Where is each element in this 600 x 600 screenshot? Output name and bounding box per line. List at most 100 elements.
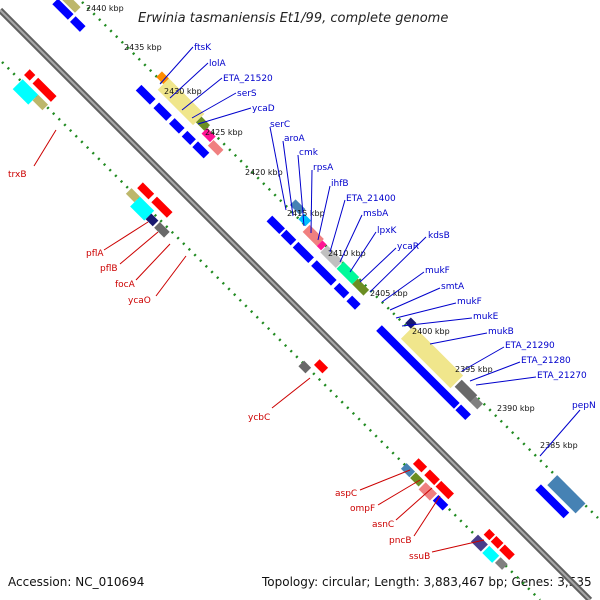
gene-label: mukE [473,312,499,322]
gene-label: ihfB [331,179,349,189]
gene-feature [298,360,312,374]
gene-feature [32,77,57,102]
gene-feature [483,528,495,541]
gene-feature [435,480,454,500]
gene-feature [494,557,508,570]
gene-label: ompF [350,504,375,514]
reverse-gene-labels: trxB pflA pflB focA ycaO ycbC aspC ompF … [8,170,430,562]
label-leader [135,243,171,281]
accession-label: Accession: NC_010694 [8,575,144,589]
gene-feature [156,71,169,85]
gene-feature [410,472,425,487]
genome-backbone-highlight [0,9,591,600]
kbp-tick: 2405 kbp [370,289,408,298]
label-leader [539,409,581,457]
label-leader [431,539,485,553]
label-leader [389,287,441,311]
gene-feature [24,69,36,81]
gene-label: cmk [299,148,319,158]
gene-feature [547,475,586,514]
gene-label: ycbC [248,413,270,423]
gene-label: ETA_21400 [346,194,396,204]
gene-label: pflA [86,249,104,259]
label-leader [159,46,194,85]
gene-feature [195,116,211,131]
label-leader [429,332,488,345]
gene-feature [192,141,210,159]
gene-label: aroA [284,134,306,144]
gene-feature [400,325,464,389]
gene-feature [145,213,159,227]
label-leader [401,317,473,327]
label-leader [461,346,505,372]
label-leader [317,185,331,241]
gene-feature [201,127,216,143]
gene-label: ETA_21290 [505,341,555,351]
gene-feature [470,396,483,410]
label-leader [381,271,425,303]
reverse-label-leaders [33,129,485,553]
forward-gene-labels: ftsK lolA ETA_21520 serS ycaD serC aroA … [194,43,596,411]
gene-label: mukB [488,327,514,337]
label-leader [359,247,397,283]
gene-label: mukF [457,297,482,307]
gene-feature [490,535,504,549]
gene-feature [137,182,155,200]
gene-label: ETA_21280 [521,356,571,366]
gene-feature [154,222,170,238]
gene-feature [153,102,172,121]
gene-feature [125,188,141,203]
gene-label: kdsB [428,231,450,241]
gene-feature [333,282,350,299]
label-leader [103,221,149,251]
gene-feature [59,0,81,13]
label-leader [369,236,427,293]
kbp-tick: 2400 kbp [412,327,450,336]
gene-feature [535,484,570,519]
label-leader [339,214,363,263]
gene-feature [70,16,86,32]
label-leader [469,361,521,382]
gene-label: focA [115,280,136,290]
gene-feature [292,241,314,264]
label-leader [395,302,457,319]
kbp-tick: 2390 kbp [497,404,535,413]
gene-feature [311,260,337,286]
gene-feature [266,215,285,235]
gene-feature [346,295,361,310]
gene-feature [400,463,416,478]
gene-feature [302,224,324,247]
gene-label: lpxK [377,226,398,236]
label-leader [197,107,252,125]
gene-label: trxB [8,170,27,180]
gene-label: ssuB [409,552,430,562]
gene-feature [313,359,329,374]
kbp-tick: 2430 kbp [164,87,202,96]
gene-label: ycaD [252,104,275,114]
label-leader [395,487,433,521]
map-title: Erwinia tasmaniensis Et1/99, complete ge… [138,11,448,26]
label-leader [169,62,209,99]
label-leader [33,129,57,167]
kbp-tick: 2420 kbp [245,168,283,177]
forward-label-leaders [159,46,581,457]
gene-feature [320,245,343,268]
label-leader [119,231,159,265]
gene-feature [454,379,478,403]
gene-feature [135,84,156,105]
kbp-tick: 2410 kbp [328,249,366,258]
gene-label: asnC [372,520,394,530]
gene-label: aspC [335,489,357,499]
gene-feature [157,78,205,126]
gene-feature [298,213,312,227]
label-leader [155,255,187,297]
gene-feature [376,325,460,409]
gene-label: serC [270,120,290,130]
gene-label: serS [237,89,257,99]
gene-label: ycaR [397,242,419,252]
label-leader [297,154,305,227]
label-leader [310,169,313,234]
kbp-tick: 2435 kbp [124,43,162,52]
